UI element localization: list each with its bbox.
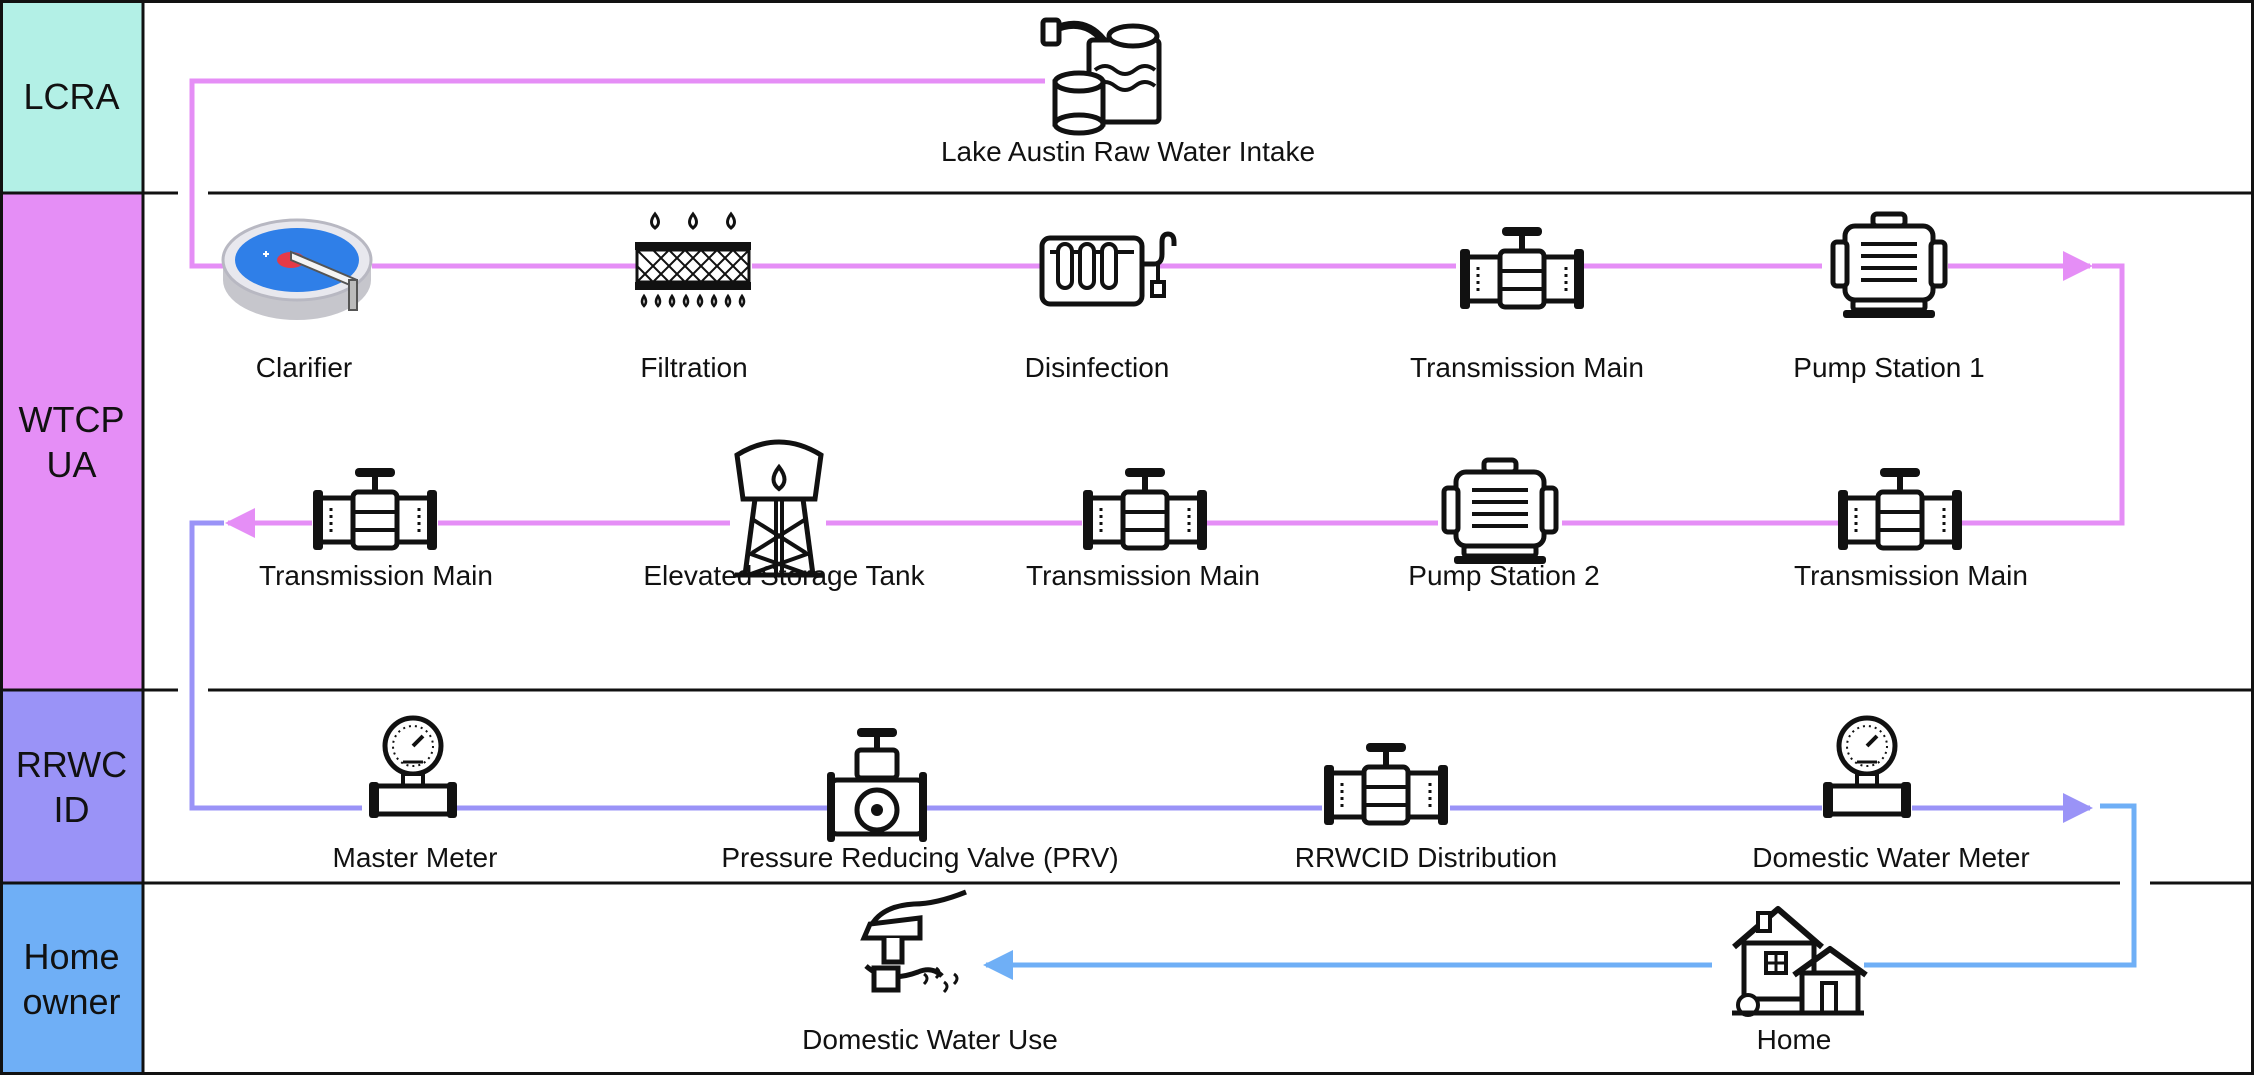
lane-label-homeowner: Home owner (22, 936, 121, 1022)
tm1-label: Transmission Main (1410, 352, 1644, 383)
domestic-water-meter-label: Domestic Water Meter (1752, 842, 2030, 873)
tm3-label: Transmission Main (1026, 560, 1260, 591)
tm2-label: Transmission Main (1794, 560, 2028, 591)
tm4-valve-pipe-icon (313, 468, 437, 550)
clarifier-tank-icon (221, 218, 373, 320)
lane-label-wtcpua: WTCP UA (18, 398, 125, 485)
domestic-water-meter-icon (1823, 718, 1911, 818)
pump1-label: Pump Station 1 (1793, 352, 1985, 383)
disinfection-label: Disinfection (1024, 352, 1170, 383)
lane-strip (0, 0, 145, 1075)
lane-label-lcra: LCRA (23, 76, 120, 117)
lane-band-lcra (0, 0, 143, 193)
disinfection-icon (1039, 231, 1177, 307)
water-intake-icon (1040, 17, 1162, 136)
water-tower-icon (734, 439, 824, 578)
lane-dividers (0, 191, 2254, 885)
master-meter-label: Master Meter (332, 842, 498, 873)
faucet-icon (860, 889, 967, 994)
filtration-label: Filtration (640, 352, 748, 383)
clarifier-label: Clarifier (255, 352, 353, 383)
lane-band-rrwcid (0, 690, 143, 883)
rrwcid-distribution-label: RRWCID Distribution (1294, 842, 1558, 873)
intake-label: Lake Austin Raw Water Intake (940, 136, 1316, 167)
tm1-valve-pipe-icon (1460, 227, 1584, 309)
rrwcid-distribution-valve-pipe-icon (1324, 743, 1448, 825)
lane-band-wtcpua (0, 193, 143, 690)
home-label: Home (1756, 1024, 1832, 1055)
house-icon (1732, 906, 1868, 1017)
tm2-valve-pipe-icon (1838, 468, 1962, 550)
pressure-valve-icon (827, 728, 927, 842)
pump2-pump-icon (1444, 460, 1556, 564)
connectors (189, 78, 2137, 980)
connector-to-homeowner (1864, 803, 2137, 968)
prv-label: Pressure Reducing Valve (PRV) (721, 842, 1119, 873)
pump1-pump-icon (1833, 214, 1945, 318)
domestic-water-use-label: Domestic Water Use (802, 1024, 1058, 1055)
connector-intake-clarifier (189, 78, 1045, 269)
pump2-label: Pump Station 2 (1408, 560, 1600, 591)
tm3-valve-pipe-icon (1083, 468, 1207, 550)
lane-label-rrwcid: RRWC ID (15, 743, 128, 830)
tm4-label: Transmission Main (259, 560, 493, 591)
master-meter-icon (369, 718, 457, 818)
tank-label: Elevated Storage Tank (643, 560, 925, 591)
connector-down-to-district (189, 520, 362, 811)
lane-band-homeowner (0, 883, 143, 1075)
filter-icon (635, 211, 751, 308)
connector-right-return (1962, 263, 2125, 526)
